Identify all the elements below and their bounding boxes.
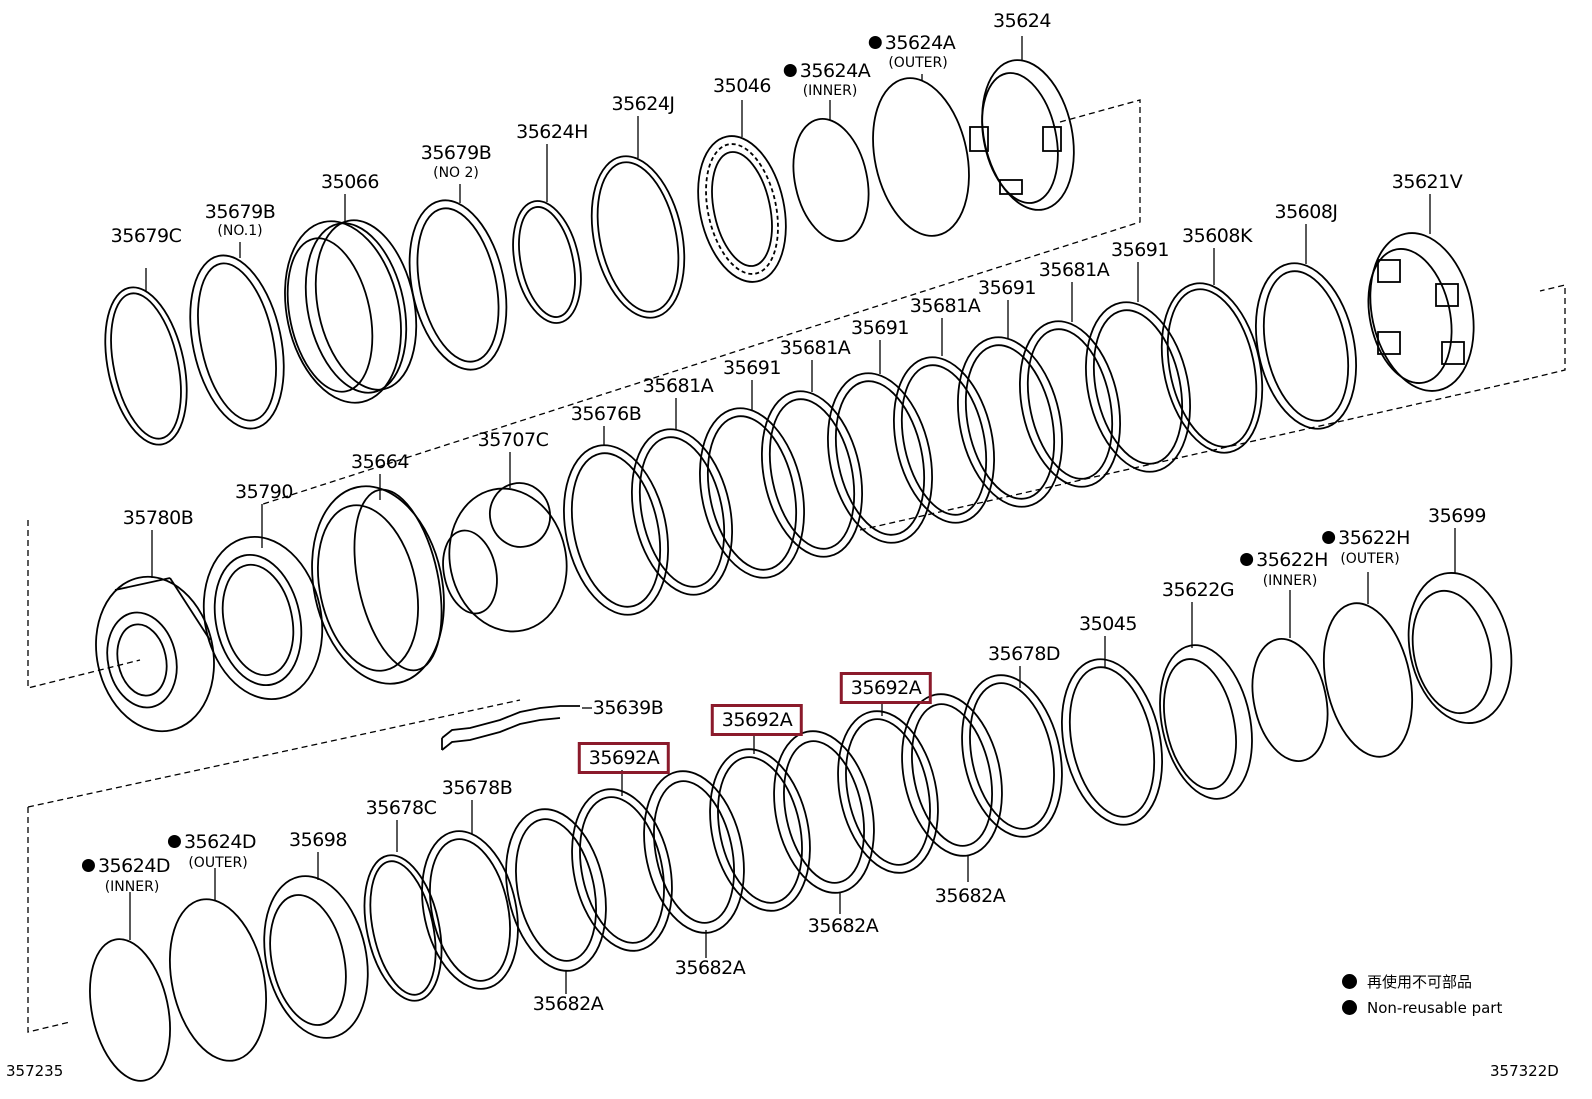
part-35624A-inner-oring [792,117,870,243]
part-label-35681A-b: 35681A [909,295,981,317]
part-note-inner-h: (INNER) [1262,573,1318,589]
part-label-35676B: 35676B [570,403,642,425]
part-label-35682A-d: 35682A [934,885,1006,907]
part-35608K-snap-ring [1160,282,1264,454]
part-label-35664: 35664 [351,451,409,473]
legend-en-text: Non-reusable part [1367,999,1503,1017]
part-label-35622H-inner: 35622H [1240,549,1328,571]
part-label-35692A-highlighted-b: 35692A [710,704,804,736]
part-35664-drum [311,485,445,685]
part-35621V-piston [1367,232,1475,392]
part-label-35678D: 35678D [987,643,1061,665]
part-label-35681A-c: 35681A [779,337,851,359]
part-label-35682A-a: 35682A [532,993,604,1015]
legend-en: Non-reusable part [1342,999,1502,1017]
diagram-code-right: 357322D [1490,1062,1559,1080]
part-35624J-snap-ring [590,155,686,319]
part-note-inner-d: (INNER) [104,879,160,895]
part-note-outer-d: (OUTER) [188,855,248,871]
part-label-35780B: 35780B [122,507,194,529]
part-35624-piston [969,59,1075,211]
part-35698-piston [263,875,369,1039]
group-boundary-top [259,99,1141,506]
part-label-35639B: 35639B [592,697,664,719]
part-35639B-clip [441,705,580,751]
part-label-35608J: 35608J [1274,201,1338,223]
part-35624D-outer-oring [168,898,268,1062]
part-label-35707C: 35707C [477,429,549,451]
part-35622H-outer-oring [1322,602,1414,758]
diagram-code-left: 357235 [6,1062,64,1080]
part-35679B-no2-plate [408,199,508,371]
legend-jp: 再使用不可部品 [1342,973,1472,991]
part-35045-spring-retainer [1061,658,1163,826]
part-label-35622H-outer: 35622H [1322,527,1410,549]
part-note-inner: (INNER) [802,83,858,99]
part-label-35698: 35698 [289,829,347,851]
part-label-35692A-highlighted-a: 35692A [839,672,933,704]
part-35679C-snap-ring [104,286,188,446]
middle-clutch-discs [631,301,1191,596]
part-label-35624: 35624 [993,10,1051,32]
part-label-35679B-no1: 35679B [204,201,276,223]
group-boundary-bottom [27,699,521,1033]
part-label-35622G: 35622G [1161,579,1235,601]
part-35608J-spring-retainer [1255,262,1357,430]
part-35066-clutch-pack [284,219,418,404]
part-note-no1: (NO.1) [217,223,263,239]
bullet-icon [1342,1000,1357,1015]
part-note-no2: (NO 2) [433,165,479,181]
part-label-35682A-c: 35682A [807,915,879,937]
part-label-35691-c: 35691 [851,317,909,339]
part-35622G-piston [1159,644,1253,800]
group-boundary-middle [27,284,1566,689]
part-label-35624H: 35624H [516,121,588,143]
part-35707C-hub [442,482,568,633]
part-label-35681A-d: 35681A [642,375,714,397]
part-label-35691-d: 35691 [723,357,781,379]
part-label-35678C: 35678C [365,797,437,819]
part-35624H-ring [512,200,582,324]
part-label-35691-b: 35691 [978,277,1036,299]
part-label-35790: 35790 [235,481,293,503]
part-35679B-no1-plate [189,254,285,430]
part-label-35624D-inner: 35624D [82,855,171,877]
part-label-35621V: 35621V [1391,171,1463,193]
part-label-35699: 35699 [1428,505,1486,527]
bottom-clutch-discs [505,693,1003,972]
part-label-35624J: 35624J [611,93,675,115]
part-label-35678B: 35678B [441,777,513,799]
part-35678C-snap-ring [363,854,443,1002]
part-label-35624A-outer: 35624A [869,32,956,54]
part-label-35681A-a: 35681A [1038,259,1110,281]
part-label-35682A-b: 35682A [674,957,746,979]
part-label-35046: 35046 [713,75,771,97]
part-35624A-outer-oring [872,77,970,237]
part-35676B-plate [563,444,669,616]
part-35624D-inner-oring [89,938,171,1082]
part-label-35691-a: 35691 [1111,239,1169,261]
part-label-35066: 35066 [321,171,379,193]
part-note-outer-h: (OUTER) [1340,551,1400,567]
bullet-icon [1342,974,1357,989]
part-label-35608K: 35608K [1182,225,1252,247]
part-note-outer: (OUTER) [888,55,948,71]
part-label-35679B-no2: 35679B [420,142,492,164]
part-35699-cylinder [1407,572,1513,724]
part-label-35692A-highlighted-c: 35692A [577,742,671,774]
part-35790-one-way-clutch [202,535,324,701]
part-label-35045: 35045 [1079,613,1137,635]
part-label-35679C: 35679C [110,225,182,247]
part-35622H-inner-oring [1251,637,1329,763]
part-label-35624A-inner: 35624A [784,60,871,82]
part-35678D-plate [961,674,1063,838]
part-35780B-sun-gear [95,575,215,733]
part-35046-bearing [697,135,787,283]
legend-jp-text: 再使用不可部品 [1367,973,1473,991]
leader-lines [129,36,1456,994]
part-label-35624D-outer: 35624D [168,831,257,853]
part-35678B-plate [421,830,519,990]
